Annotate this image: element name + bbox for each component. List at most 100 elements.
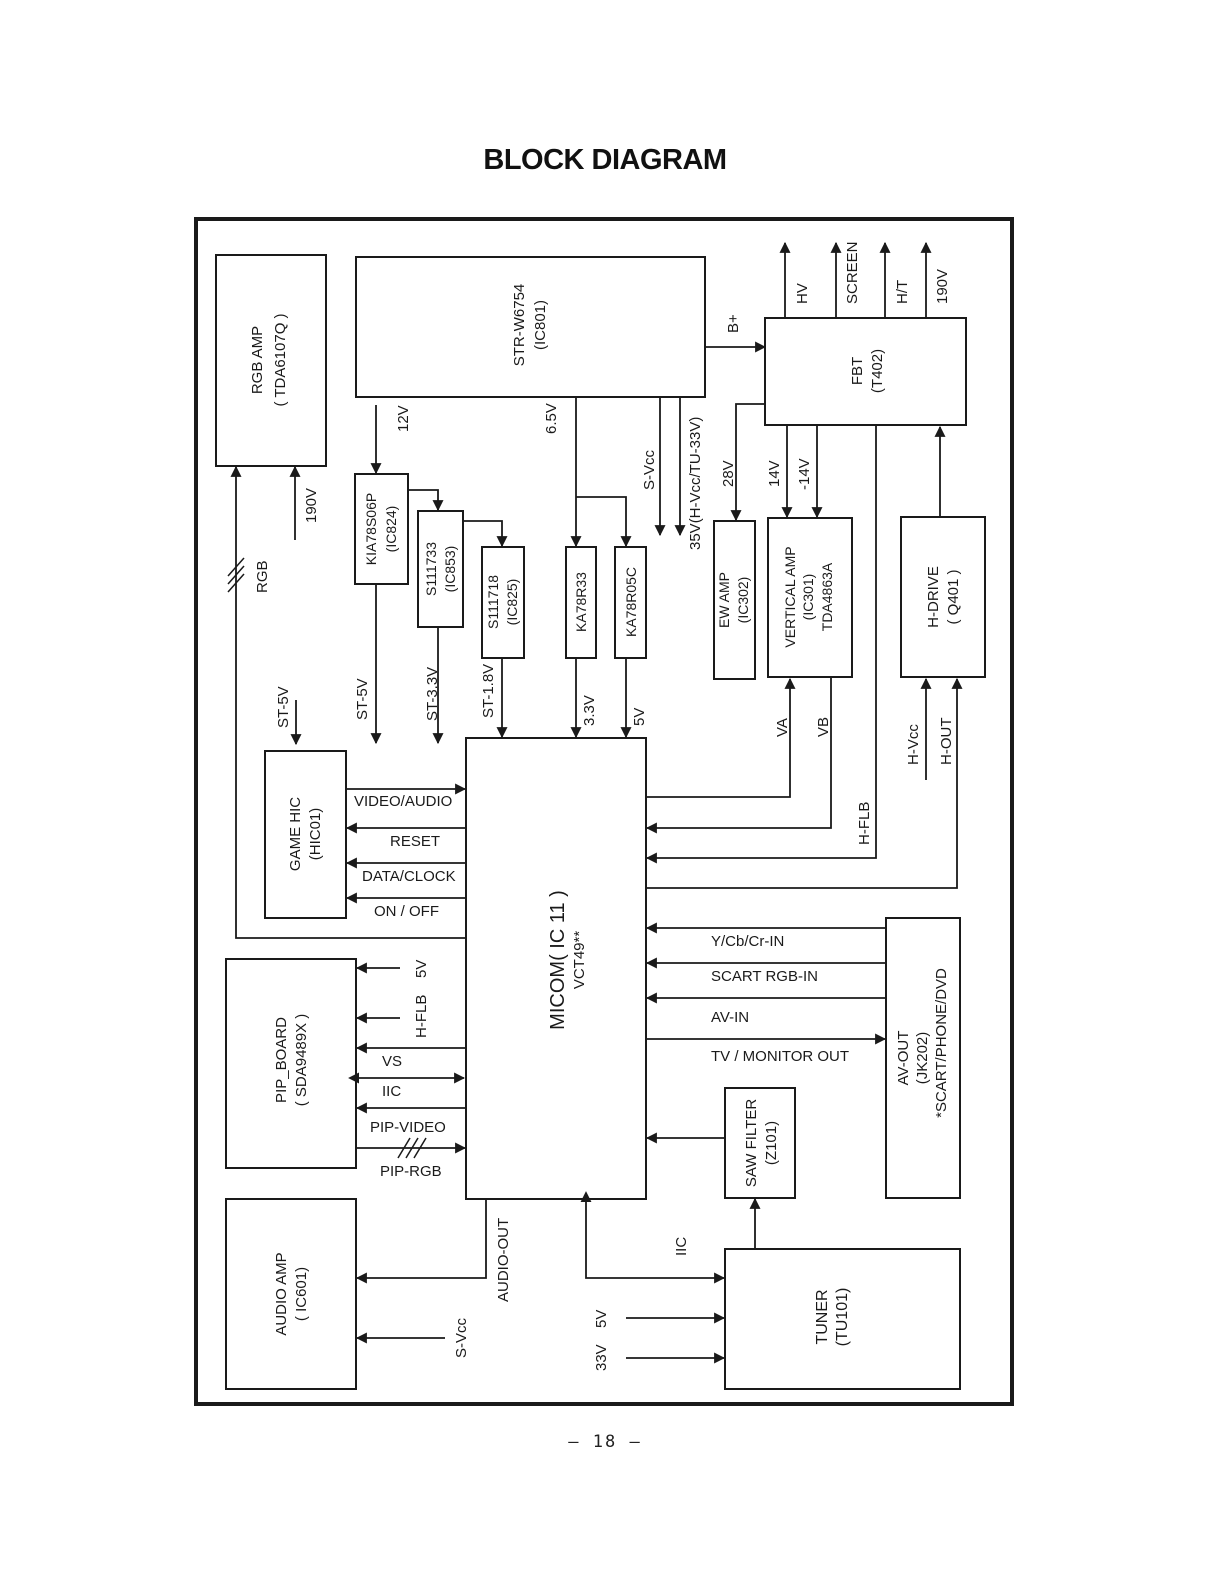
page-number: – 18 – — [568, 1432, 642, 1452]
label-st5v: ST-5V — [354, 678, 371, 720]
block-micom: MICOM( IC 11 ) VCT49** — [465, 737, 647, 1200]
block-vertical-amp: VERTICAL AMP (IC301) TDA4863A — [767, 517, 853, 678]
block-fbt-name: FBT — [849, 357, 866, 385]
block-s111718: S111718 (IC825) — [481, 546, 525, 659]
block-tuner-name: TUNER — [814, 1289, 831, 1344]
label-svcc-top: S-Vcc — [641, 449, 658, 490]
block-kia78s06p: KIA78S06P (IC824) — [354, 473, 409, 585]
label-12v: 12V — [395, 405, 412, 432]
block-str-name: STR-W6754 — [511, 284, 528, 367]
block-pip-board-name: PIP_BOARD — [273, 1017, 290, 1103]
label-vs: VS — [382, 1053, 402, 1070]
label-hflb: H-FLB — [856, 802, 873, 845]
block-av-out-name: AV-OUT — [895, 1031, 912, 1086]
block-str-part: (IC801) — [532, 300, 549, 350]
block-saw-filter: SAW FILTER (Z101) — [724, 1087, 796, 1199]
block-saw-filter-name: SAW FILTER — [743, 1099, 760, 1188]
block-rgb-amp-name: RGB AMP — [249, 326, 266, 394]
block-tuner: TUNER (TU101) — [724, 1248, 961, 1390]
label-iic-tuner: IIC — [673, 1237, 690, 1256]
block-s111733-name: S111733 — [423, 542, 439, 596]
label-tuner-33v: 33V — [593, 1344, 610, 1371]
block-ew-amp: EW AMP (IC302) — [713, 520, 756, 680]
block-audio-amp: AUDIO AMP ( IC601) — [225, 1198, 357, 1390]
block-ka78r05c: KA78R05C — [614, 546, 647, 659]
label-st3-3v: ST-3.3V — [424, 667, 441, 721]
label-pip-rgb: PIP-RGB — [380, 1163, 442, 1180]
label-video-audio: VIDEO/AUDIO — [354, 793, 452, 810]
block-pip-board-part: ( SDA9489X ) — [293, 1014, 310, 1107]
label-screen: SCREEN — [844, 241, 861, 304]
block-h-drive-part: ( Q401 ) — [945, 569, 962, 624]
label-14v: 14V — [766, 460, 783, 487]
block-ka78r05c-name: KA78R05C — [623, 567, 639, 637]
label-vb: VB — [815, 717, 832, 737]
label-reset: RESET — [390, 833, 440, 850]
label-3-3v: 3.3V — [581, 695, 598, 726]
block-audio-amp-part: ( IC601) — [293, 1267, 310, 1321]
label-35v: 35V(H-Vcc/TU-33V) — [687, 417, 704, 550]
label-6-5v: 6.5V — [543, 403, 560, 434]
label-hvcc: H-Vcc — [905, 724, 922, 765]
block-game-hic-part: (HIC01) — [307, 808, 324, 861]
block-h-drive: H-DRIVE ( Q401 ) — [900, 516, 986, 678]
label-st5v-game: ST-5V — [275, 686, 292, 728]
block-s111733: S111733 (IC853) — [417, 510, 464, 628]
label-hv: HV — [794, 283, 811, 304]
block-vertical-amp-chip: TDA4863A — [819, 562, 835, 631]
label-ycbcr-in: Y/Cb/Cr-IN — [711, 933, 784, 950]
label-ht: H/T — [894, 280, 911, 304]
block-fbt-part: (T402) — [869, 349, 886, 393]
block-rgb-amp-part: ( TDA6107Q ) — [272, 313, 289, 406]
label-190v-top: 190V — [934, 269, 951, 304]
block-s111733-part: (IC853) — [442, 546, 458, 593]
label-scart-rgb-in: SCART RGB-IN — [711, 968, 818, 985]
block-str: STR-W6754 (IC801) — [355, 256, 706, 398]
block-s111718-name: S111718 — [485, 575, 501, 629]
page-title: BLOCK DIAGRAM — [483, 144, 727, 176]
block-ka78r33-name: KA78R33 — [573, 572, 589, 632]
block-vertical-amp-name: VERTICAL AMP — [782, 546, 798, 647]
label-iic-pip: IIC — [382, 1083, 401, 1100]
label-bplus: B+ — [725, 314, 742, 333]
label-tv-monitor-out: TV / MONITOR OUT — [711, 1048, 849, 1065]
label-data-clock: DATA/CLOCK — [362, 868, 456, 885]
label-190v-rgb: 190V — [303, 488, 320, 523]
diagram-frame — [194, 217, 1014, 1406]
block-s111718-part: (IC825) — [504, 579, 520, 626]
block-tuner-part: (TU101) — [834, 1288, 851, 1347]
bus-marks — [227, 557, 427, 1159]
block-micom-chip: VCT49** — [571, 931, 588, 990]
block-kia-part: (IC824) — [383, 506, 399, 553]
block-saw-filter-part: (Z101) — [763, 1121, 780, 1165]
label-svcc-bottom: S-Vcc — [453, 1317, 470, 1358]
label-pip-video: PIP-VIDEO — [370, 1119, 446, 1136]
block-micom-name: MICOM( IC 11 ) — [547, 890, 569, 1030]
block-ka78r33: KA78R33 — [565, 546, 597, 659]
block-pip-board: PIP_BOARD ( SDA9489X ) — [225, 958, 357, 1169]
block-vertical-amp-part: (IC301) — [800, 574, 816, 621]
connection-lines — [230, 241, 963, 1364]
label-audio-out: AUDIO-OUT — [495, 1218, 512, 1302]
label-minus-14v: -14V — [796, 458, 813, 490]
label-hout: H-OUT — [938, 718, 955, 766]
block-game-hic-name: GAME HIC — [287, 797, 304, 871]
block-game-hic: GAME HIC (HIC01) — [264, 750, 347, 919]
label-28v: 28V — [720, 460, 737, 487]
block-kia-name: KIA78S06P — [363, 493, 379, 565]
label-pip-5v: 5V — [413, 960, 430, 978]
label-on-off: ON / OFF — [374, 903, 439, 920]
block-av-out: AV-OUT (JK202) *SCART/PHONE/DVD — [885, 917, 961, 1199]
block-fbt: FBT (T402) — [764, 317, 967, 426]
block-rgb-amp: RGB AMP ( TDA6107Q ) — [215, 254, 327, 467]
label-pip-hflb: H-FLB — [413, 995, 430, 1038]
block-av-out-type: *SCART/PHONE/DVD — [933, 968, 950, 1118]
signal-labels: HV SCREEN H/T 190V B+ 12V 6.5V S-Vcc 35V… — [254, 241, 955, 1371]
label-st1-8v: ST-1.8V — [480, 664, 497, 718]
block-ew-amp-name: EW AMP — [716, 572, 732, 628]
block-ew-amp-part: (IC302) — [735, 577, 751, 624]
label-va: VA — [774, 718, 791, 737]
block-av-out-part: (JK202) — [914, 1032, 931, 1085]
label-tuner-5v: 5V — [593, 1310, 610, 1328]
